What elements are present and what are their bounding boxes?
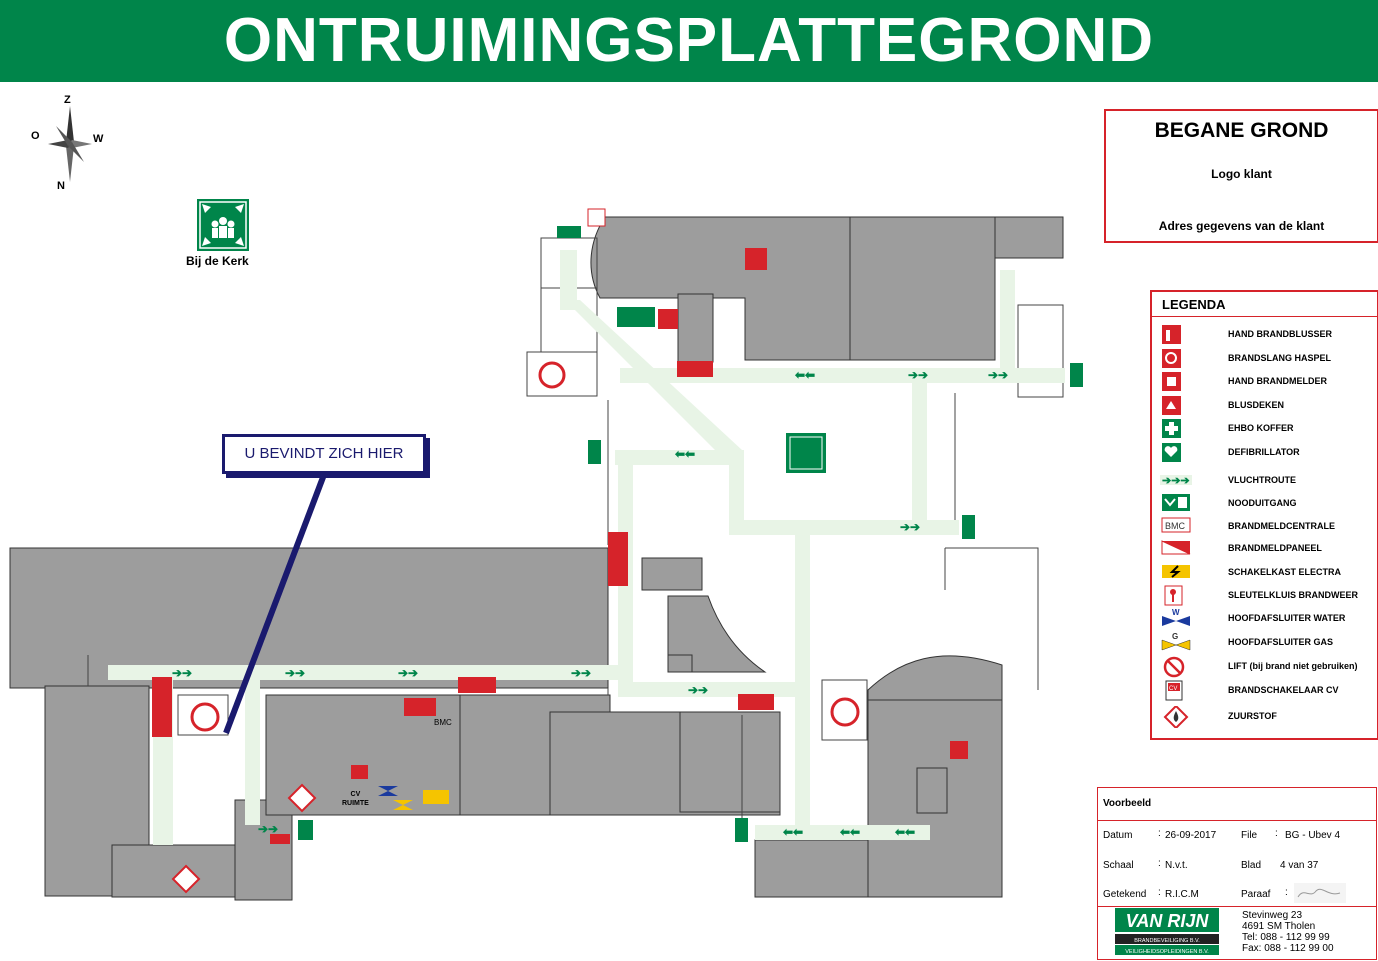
svg-text:VAN RIJN: VAN RIJN: [1126, 911, 1210, 931]
info-blad: 4 van 37: [1280, 860, 1319, 871]
title-box: BEGANE GROND Logo klant Adres gegevens v…: [1104, 109, 1378, 243]
heating-switch-icon: CV: [1165, 680, 1183, 701]
electrical-cabinet-icon: [1162, 565, 1190, 578]
info-datum: 26-09-2017: [1165, 830, 1217, 841]
svg-text:⬅⬅: ⬅⬅: [782, 825, 803, 839]
legend-item: BRANDMELDPANEEL: [1152, 538, 1378, 560]
legend-item: BRANDSLANG HASPEL: [1152, 348, 1378, 370]
legend-item: BLUSDEKEN: [1152, 395, 1378, 417]
info-heading: Voorbeeld: [1103, 798, 1152, 809]
assembly-point-label: Bij de Kerk: [186, 254, 249, 268]
fire-alarm-icon: [1162, 372, 1181, 391]
compass-z: Z: [64, 94, 71, 106]
cv-room-label: CV RUIMTE: [342, 791, 369, 807]
escape-routes: [108, 250, 1065, 845]
legend-item: NOODUITGANG: [1152, 493, 1378, 515]
svg-text:➔➔: ➔➔: [285, 666, 305, 680]
emergency-exit-icon: [1162, 494, 1190, 511]
company-address: Stevinweg 23 4691 SM Tholen Tel: 088 - 1…: [1242, 910, 1334, 954]
fire-alarm-panel-icon: [1161, 540, 1191, 555]
svg-text:➔➔: ➔➔: [398, 666, 418, 680]
legend-item: SCHAKELKAST ELECTRA: [1152, 562, 1378, 584]
client-logo-placeholder: Logo klant: [1211, 167, 1272, 181]
info-file: BG - Ubev 4: [1285, 830, 1341, 841]
company-logo: VAN RIJN BRANDBEVEILIGING B.V. VEILIGHEI…: [1115, 908, 1219, 956]
svg-text:➔➔: ➔➔: [908, 368, 928, 382]
bmc-map-label: BMC: [434, 718, 452, 727]
svg-text:VEILIGHEIDSOPLEIDINGEN B.V.: VEILIGHEIDSOPLEIDINGEN B.V.: [1125, 949, 1209, 955]
fire-hose-icon: [1162, 349, 1181, 368]
first-aid-icon: [1162, 419, 1181, 438]
svg-text:➔➔: ➔➔: [988, 368, 1008, 382]
signature-icon: [1294, 883, 1346, 903]
svg-text:➔➔➔: ➔➔➔: [1162, 475, 1190, 487]
assembly-point-inner: [786, 433, 826, 473]
compass-o: O: [31, 130, 40, 142]
compass-n: N: [57, 180, 65, 192]
exit-signs: [298, 226, 1083, 842]
rooms: [9, 216, 1064, 901]
legend-divider: [1152, 316, 1377, 317]
walls: [87, 237, 1064, 840]
no-lift-icon: [1163, 656, 1185, 678]
oxygen-icon: [1163, 706, 1189, 728]
legend-item: CV BRANDSCHAKELAAR CV: [1152, 680, 1378, 702]
svg-text:➔➔: ➔➔: [688, 683, 708, 697]
drawing-info-block: Voorbeeld Datum : 26-09-2017 File : BG -…: [1097, 787, 1377, 960]
legend-item: EHBO KOFFER: [1152, 418, 1378, 440]
you-are-here-box: U BEVINDT ZICH HIER: [222, 434, 426, 474]
escape-route-icon: ➔➔➔: [1160, 475, 1192, 487]
page-title: ONTRUIMINGSPLATTEGROND: [0, 0, 1378, 82]
key-safe-icon: [1164, 585, 1183, 606]
oxygen-signs: [171, 783, 317, 894]
svg-text:G: G: [1172, 632, 1178, 641]
lifts: [190, 361, 860, 732]
legend-item: BMC BRANDMELDCENTRALE: [1152, 516, 1378, 538]
info-schaal: N.v.t.: [1165, 860, 1188, 871]
svg-text:BMC: BMC: [1165, 521, 1186, 531]
info-divider: [1098, 906, 1376, 907]
svg-text:⬅⬅: ⬅⬅: [794, 368, 815, 382]
compass-w: W: [93, 133, 104, 145]
info-divider: [1098, 820, 1376, 821]
you-are-here-pointer: [223, 470, 328, 735]
svg-text:➔➔: ➔➔: [172, 666, 192, 680]
svg-text:CV: CV: [1169, 686, 1177, 692]
fire-alarm-central-icon: BMC: [1161, 517, 1191, 533]
defibrillator-icon: [1162, 443, 1181, 462]
fire-extinguisher-icon: [1162, 325, 1181, 344]
legend-item: DEFIBRILLATOR: [1152, 442, 1378, 464]
assembly-point-icon: [197, 199, 249, 251]
svg-text:➔➔: ➔➔: [900, 520, 920, 534]
svg-text:BRANDBEVEILIGING B.V.: BRANDBEVEILIGING B.V.: [1134, 938, 1200, 944]
legend: LEGENDA HAND BRANDBLUSSER BRANDSLANG HAS…: [1150, 290, 1378, 740]
svg-text:⬅⬅: ⬅⬅: [839, 825, 860, 839]
route-arrows: ➔➔ ➔➔ ➔➔ ➔➔ ➔➔ ⬅⬅ ➔➔ ➔➔ ⬅⬅ ➔➔ ⬅⬅ ⬅⬅ ⬅⬅ ➔➔: [172, 368, 1008, 839]
legend-item: W HOOFDAFSLUITER WATER: [1152, 608, 1378, 630]
legend-item: ZUURSTOF: [1152, 706, 1378, 728]
client-address-placeholder: Adres gegevens van de klant: [1158, 219, 1325, 233]
legend-item: G HOOFDAFSLUITER GAS: [1152, 632, 1378, 654]
svg-text:W: W: [1172, 608, 1180, 617]
legend-item: HAND BRANDBLUSSER: [1152, 324, 1378, 346]
gas-valve-icon: G: [1161, 632, 1191, 651]
legend-title: LEGENDA: [1162, 297, 1226, 312]
svg-text:➔➔: ➔➔: [258, 822, 278, 836]
fire-equipment: [152, 208, 968, 844]
legend-item: SLEUTELKLUIS BRANDWEER: [1152, 585, 1378, 607]
fire-blanket-icon: [1162, 396, 1181, 415]
info-getekend: R.I.C.M: [1165, 889, 1199, 900]
legend-item: ➔➔➔ VLUCHTROUTE: [1152, 470, 1378, 492]
svg-text:⬅⬅: ⬅⬅: [674, 447, 695, 461]
floor-title: BEGANE GROND: [1154, 119, 1329, 142]
svg-text:⬅⬅: ⬅⬅: [894, 825, 915, 839]
legend-item: LIFT (bij brand niet gebruiken): [1152, 656, 1378, 678]
compass-rose-icon: [48, 106, 92, 182]
legend-item: HAND BRANDMELDER: [1152, 371, 1378, 393]
valves: [378, 786, 413, 810]
svg-text:➔➔: ➔➔: [571, 666, 591, 680]
floor-plan: ➔➔ ➔➔ ➔➔ ➔➔ ➔➔ ⬅⬅ ➔➔ ➔➔ ⬅⬅ ➔➔ ⬅⬅ ⬅⬅ ⬅⬅ ➔➔: [9, 208, 1083, 901]
water-valve-icon: W: [1162, 608, 1190, 626]
